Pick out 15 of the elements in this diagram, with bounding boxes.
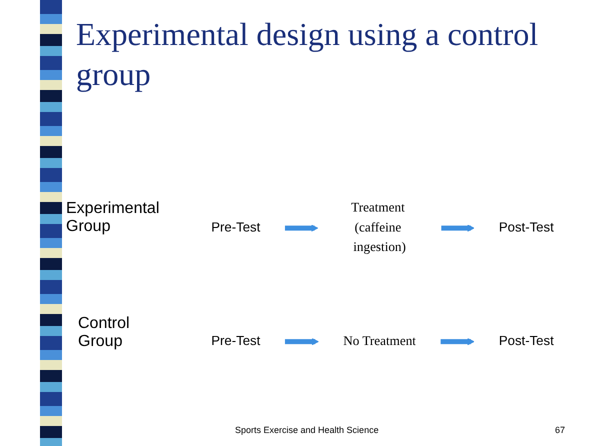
arrow	[284, 224, 318, 232]
node-text: Post-Test	[498, 220, 554, 235]
node-text: Pre-Test	[211, 334, 260, 348]
page-number: 67	[555, 425, 566, 435]
row-label: Experimental Group	[66, 200, 160, 236]
row-label: Control Group	[78, 315, 131, 351]
slide-title: Experimental design using a control group	[76, 15, 540, 94]
footer-text: Sports Exercise and Health Science	[235, 425, 379, 435]
node-text: Post-Test	[498, 334, 554, 348]
node-text: No Treatment	[343, 334, 416, 348]
node-text: Treatment (caffeine ingestion)	[351, 200, 406, 254]
arrow	[441, 224, 475, 232]
arrow	[284, 338, 319, 346]
node-text: Pre-Test	[211, 220, 260, 235]
arrow	[440, 338, 475, 346]
